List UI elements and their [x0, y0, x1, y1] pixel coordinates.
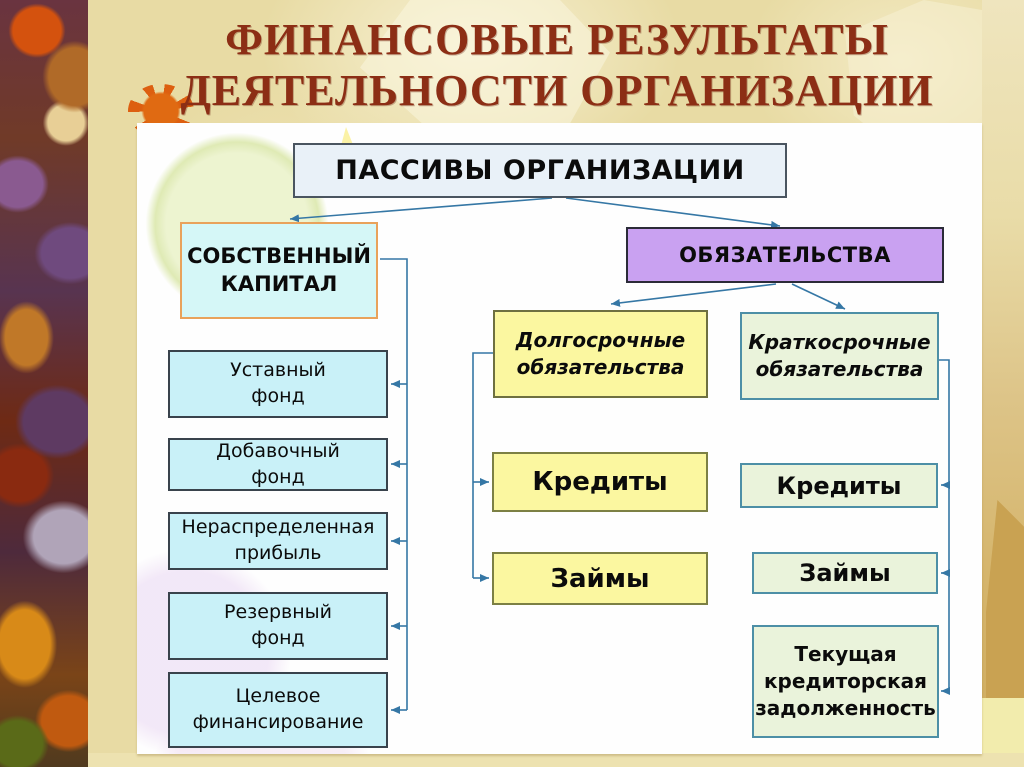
node-label: Займы — [799, 559, 891, 587]
node-label: Кредиты — [532, 467, 668, 497]
node-rezervny-fond: Резервный фонд — [168, 592, 388, 660]
node-label: СОБСТВЕННЫЙ КАПИТАЛ — [187, 244, 371, 296]
node-sobstvenny-kapital: СОБСТВЕННЫЙ КАПИТАЛ — [180, 222, 378, 319]
node-long-term-zaymy: Займы — [492, 552, 708, 605]
node-obyazatelstva: ОБЯЗАТЕЛЬСТВА — [626, 227, 944, 283]
right-light-band — [982, 698, 1024, 755]
page-title: ФИНАНСОВЫЕ РЕЗУЛЬТАТЫ ДЕЯТЕЛЬНОСТИ ОРГАН… — [90, 14, 1024, 116]
page-title-line-1: ФИНАНСОВЫЕ РЕЗУЛЬТАТЫ — [225, 15, 889, 64]
node-dolgosrochnye-obyazatelstva: Долгосрочные обязательства — [493, 310, 708, 398]
node-label: ОБЯЗАТЕЛЬСТВА — [679, 243, 891, 267]
node-label: Нераспределенная прибыль — [181, 516, 375, 564]
node-long-term-kredity: Кредиты — [492, 452, 708, 512]
node-short-term-kredity: Кредиты — [740, 463, 938, 508]
node-tekushchaya-kreditorskaya-zadolzhennost: Текущая кредиторская задолженность — [752, 625, 939, 738]
page-title-line-2: ДЕЯТЕЛЬНОСТИ ОРГАНИЗАЦИИ — [180, 66, 934, 116]
node-label: Резервный фонд — [224, 601, 332, 649]
node-label: Займы — [550, 563, 650, 594]
node-label: Добавочный фонд — [216, 439, 340, 488]
node-label: ПАССИВЫ ОРГАНИЗАЦИИ — [335, 155, 745, 186]
left-collage-art — [0, 0, 88, 767]
node-label: Текущая кредиторская задолженность — [755, 642, 936, 720]
node-dobavochny-fond: Добавочный фонд — [168, 438, 388, 491]
node-label: Целевое финансирование — [192, 685, 364, 733]
node-label: Уставный фонд — [230, 359, 326, 407]
node-kratkosrochnye-obyazatelstva: Краткосрочные обязательства — [740, 312, 939, 400]
node-label: Долгосрочные обязательства — [515, 328, 686, 379]
node-label: Краткосрочные обязательства — [748, 330, 931, 381]
bottom-tan-strip — [88, 753, 1024, 767]
node-passivy-organizatsii: ПАССИВЫ ОРГАНИЗАЦИИ — [293, 143, 787, 198]
node-ustavny-fond: Уставный фонд — [168, 350, 388, 418]
node-label: Кредиты — [776, 471, 902, 500]
node-neraspredelennaya-pribyl: Нераспределенная прибыль — [168, 512, 388, 570]
node-short-term-zaymy: Займы — [752, 552, 938, 594]
node-tselevoe-finansirovanie: Целевое финансирование — [168, 672, 388, 748]
